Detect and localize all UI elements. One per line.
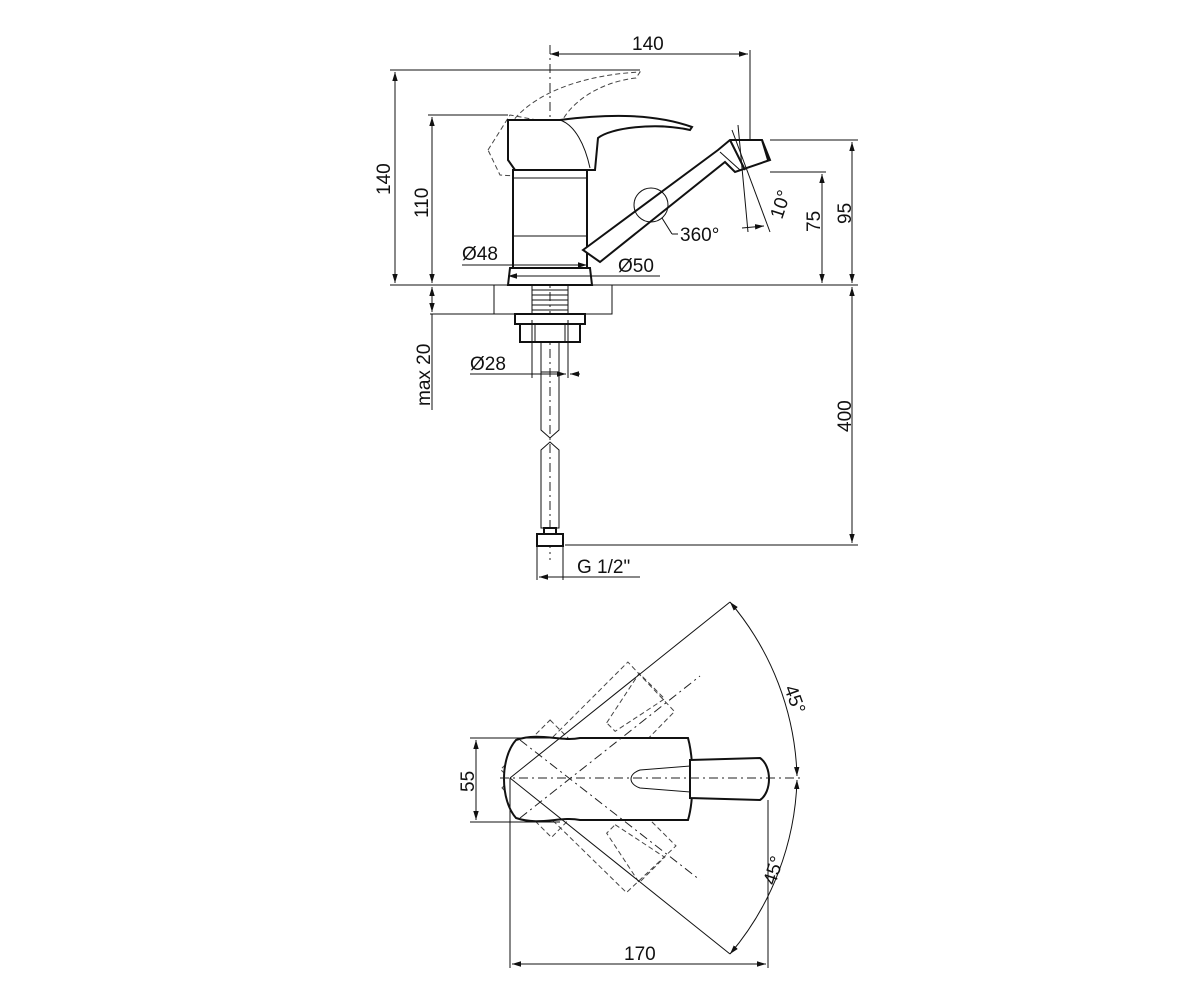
angle-line-upper [509,601,731,779]
dim-height-body: 110 [412,188,433,218]
body-cylinder [512,169,588,269]
lever-curve-detail [559,119,591,169]
dim-length: 170 [624,944,656,965]
spout-aerator [729,139,769,171]
lever-ghost-raised [509,71,641,126]
dim-base-dia: Ø50 [618,256,654,277]
dim-width-top: 140 [632,34,664,55]
hose-fitting [536,533,564,547]
dim-thread: G 1/2" [577,557,630,578]
angle-line-lower [509,777,731,955]
spout [581,139,772,264]
tilt-line-vertical [737,124,749,233]
hose-lower [540,441,560,529]
top-spout-tip [689,756,770,802]
top-lever-slot [630,765,691,793]
dim-spout-height: 75 [804,211,825,232]
dim-shank-dia: Ø28 [470,354,506,375]
tilt-arc [741,224,765,230]
dim-width: 55 [458,771,479,792]
fixing-bracket [519,323,581,343]
fixing-nut [514,313,586,325]
top-diag-line-2 [519,675,701,819]
rotation-circle [633,187,669,223]
dim-rotation: 360° [680,225,719,246]
dim-hose-length: 400 [835,400,856,432]
hose-upper [540,371,560,439]
top-body [503,735,694,823]
tilt-line-angled [731,129,771,233]
top-view: 45° 45° 55 170 [458,601,809,968]
lever-handle [507,114,694,171]
rotation-leader [661,217,673,235]
dim-body-dia: Ø48 [462,244,498,265]
arc-lower [729,779,800,955]
spout-aerator-joint [719,151,741,171]
arc-upper [729,601,800,777]
thread-lines [532,289,568,311]
dim-tilt: 10° [767,188,796,222]
dim-spout-top: 95 [835,203,856,224]
top-diag-line-1 [519,739,701,881]
dim-angle-upper: 45° [779,683,809,717]
side-view: 360° 10° 140 140 [374,34,858,580]
dim-height-total: 140 [374,163,395,195]
dim-deck-max: max 20 [414,344,435,406]
dim-angle-lower: 45° [760,854,789,888]
